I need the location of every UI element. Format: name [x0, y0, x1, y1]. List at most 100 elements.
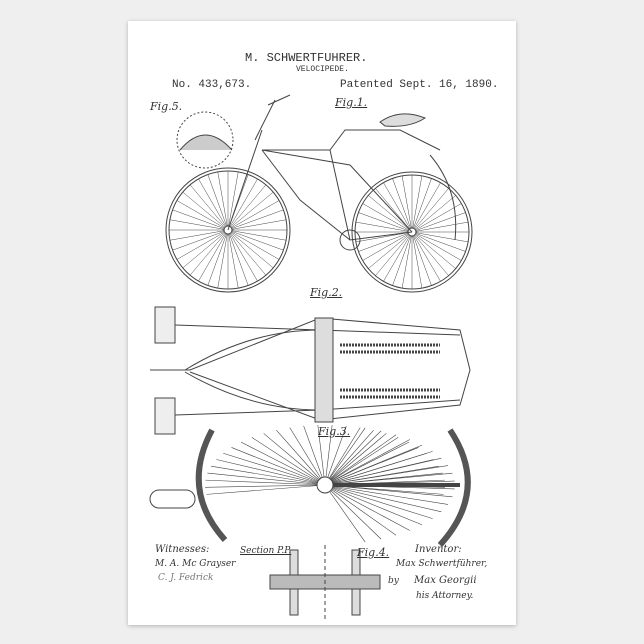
inventor-signature: Max Schwertführer,	[396, 559, 488, 569]
inventor-label: Inventor:	[415, 544, 462, 555]
spoke	[358, 212, 413, 233]
spoke	[223, 452, 326, 486]
spoke	[182, 191, 229, 231]
spoke	[227, 184, 267, 231]
spoke	[411, 182, 441, 233]
spoke	[263, 433, 326, 486]
bicycle-side-view	[165, 94, 473, 293]
spoke	[411, 188, 449, 233]
spoke	[207, 174, 229, 231]
spoke	[411, 231, 423, 289]
spoke	[324, 484, 382, 540]
spoke	[205, 479, 326, 486]
inventor-name: M. SCHWERTFUHRER.	[245, 51, 368, 65]
spoke	[227, 229, 258, 282]
spoke	[324, 425, 333, 486]
spoke	[227, 229, 274, 269]
spoke	[411, 195, 456, 233]
spoke	[169, 219, 229, 231]
spoke	[205, 484, 326, 488]
spoke	[216, 459, 326, 486]
spoke	[368, 231, 413, 269]
crank	[339, 229, 361, 251]
spoke	[324, 451, 433, 486]
front-wheel	[165, 167, 291, 293]
spoke	[411, 221, 469, 233]
by-label: by	[388, 576, 399, 586]
fig3-label: Fig.3.	[318, 425, 351, 438]
spoke	[324, 484, 433, 519]
spoke	[362, 203, 413, 233]
spoke	[227, 200, 280, 231]
pedal-bottom	[154, 397, 176, 435]
spoke	[303, 425, 326, 486]
fig4-axle-section	[269, 545, 381, 620]
section-label: Section P.P.	[240, 546, 292, 556]
spoke	[176, 229, 229, 260]
attorney-label: his Attorney.	[416, 591, 474, 601]
spoke	[289, 427, 326, 486]
spoke	[227, 229, 284, 251]
spoke	[324, 433, 387, 486]
spoke	[227, 171, 239, 231]
spoke	[169, 229, 229, 241]
pedal-top	[154, 306, 176, 344]
spoke	[392, 231, 413, 286]
fig4-label: Fig.4.	[357, 546, 390, 559]
spoke	[317, 425, 326, 486]
spoke	[198, 178, 229, 231]
spoke	[227, 219, 287, 231]
spoke	[207, 229, 229, 286]
spoke	[227, 229, 239, 289]
spoke	[324, 430, 382, 486]
spoke	[251, 437, 326, 486]
spoke	[227, 229, 249, 286]
spoke	[182, 229, 229, 269]
fig5-dial	[176, 111, 234, 169]
spoke	[383, 182, 413, 233]
spoke	[324, 434, 397, 486]
spoke	[324, 484, 366, 543]
spoke	[411, 231, 466, 252]
witness-signature-2: C. J. Fedrick	[158, 573, 214, 583]
spoke	[324, 465, 449, 486]
spoke	[198, 229, 229, 282]
spoke	[411, 231, 441, 282]
hub-assembly	[314, 317, 334, 423]
spoke	[324, 439, 410, 486]
spoke	[227, 209, 284, 231]
spoke	[206, 484, 326, 495]
spoke	[411, 231, 449, 276]
spoke	[240, 441, 326, 486]
spoke	[207, 472, 326, 486]
spoke	[324, 441, 410, 486]
wheel-rim	[351, 171, 473, 293]
spoke	[324, 444, 423, 486]
patent-title: VELOCIPEDE.	[296, 65, 349, 74]
spoke	[401, 175, 413, 233]
spoke	[375, 231, 413, 276]
spoke	[411, 203, 462, 233]
spoke	[176, 200, 229, 231]
spoke	[231, 447, 326, 486]
spoke	[324, 484, 410, 531]
rear-fender	[429, 154, 457, 241]
fig1-label: Fig.1.	[335, 96, 368, 109]
spoke	[324, 484, 423, 526]
spoke	[227, 191, 274, 231]
pedal-section	[149, 489, 196, 509]
fig5-detail	[179, 134, 233, 151]
spoke	[324, 427, 361, 486]
spoke	[401, 231, 413, 289]
spoke	[355, 221, 413, 233]
spoke	[324, 484, 397, 536]
spoke	[227, 229, 287, 241]
saddle	[379, 113, 427, 127]
patent-number: No. 433,673.	[172, 79, 252, 91]
frame-top-view	[150, 306, 471, 435]
spoke	[189, 229, 229, 276]
spoke	[411, 231, 469, 243]
bicycle-frame	[227, 94, 441, 241]
spoke	[227, 229, 280, 260]
